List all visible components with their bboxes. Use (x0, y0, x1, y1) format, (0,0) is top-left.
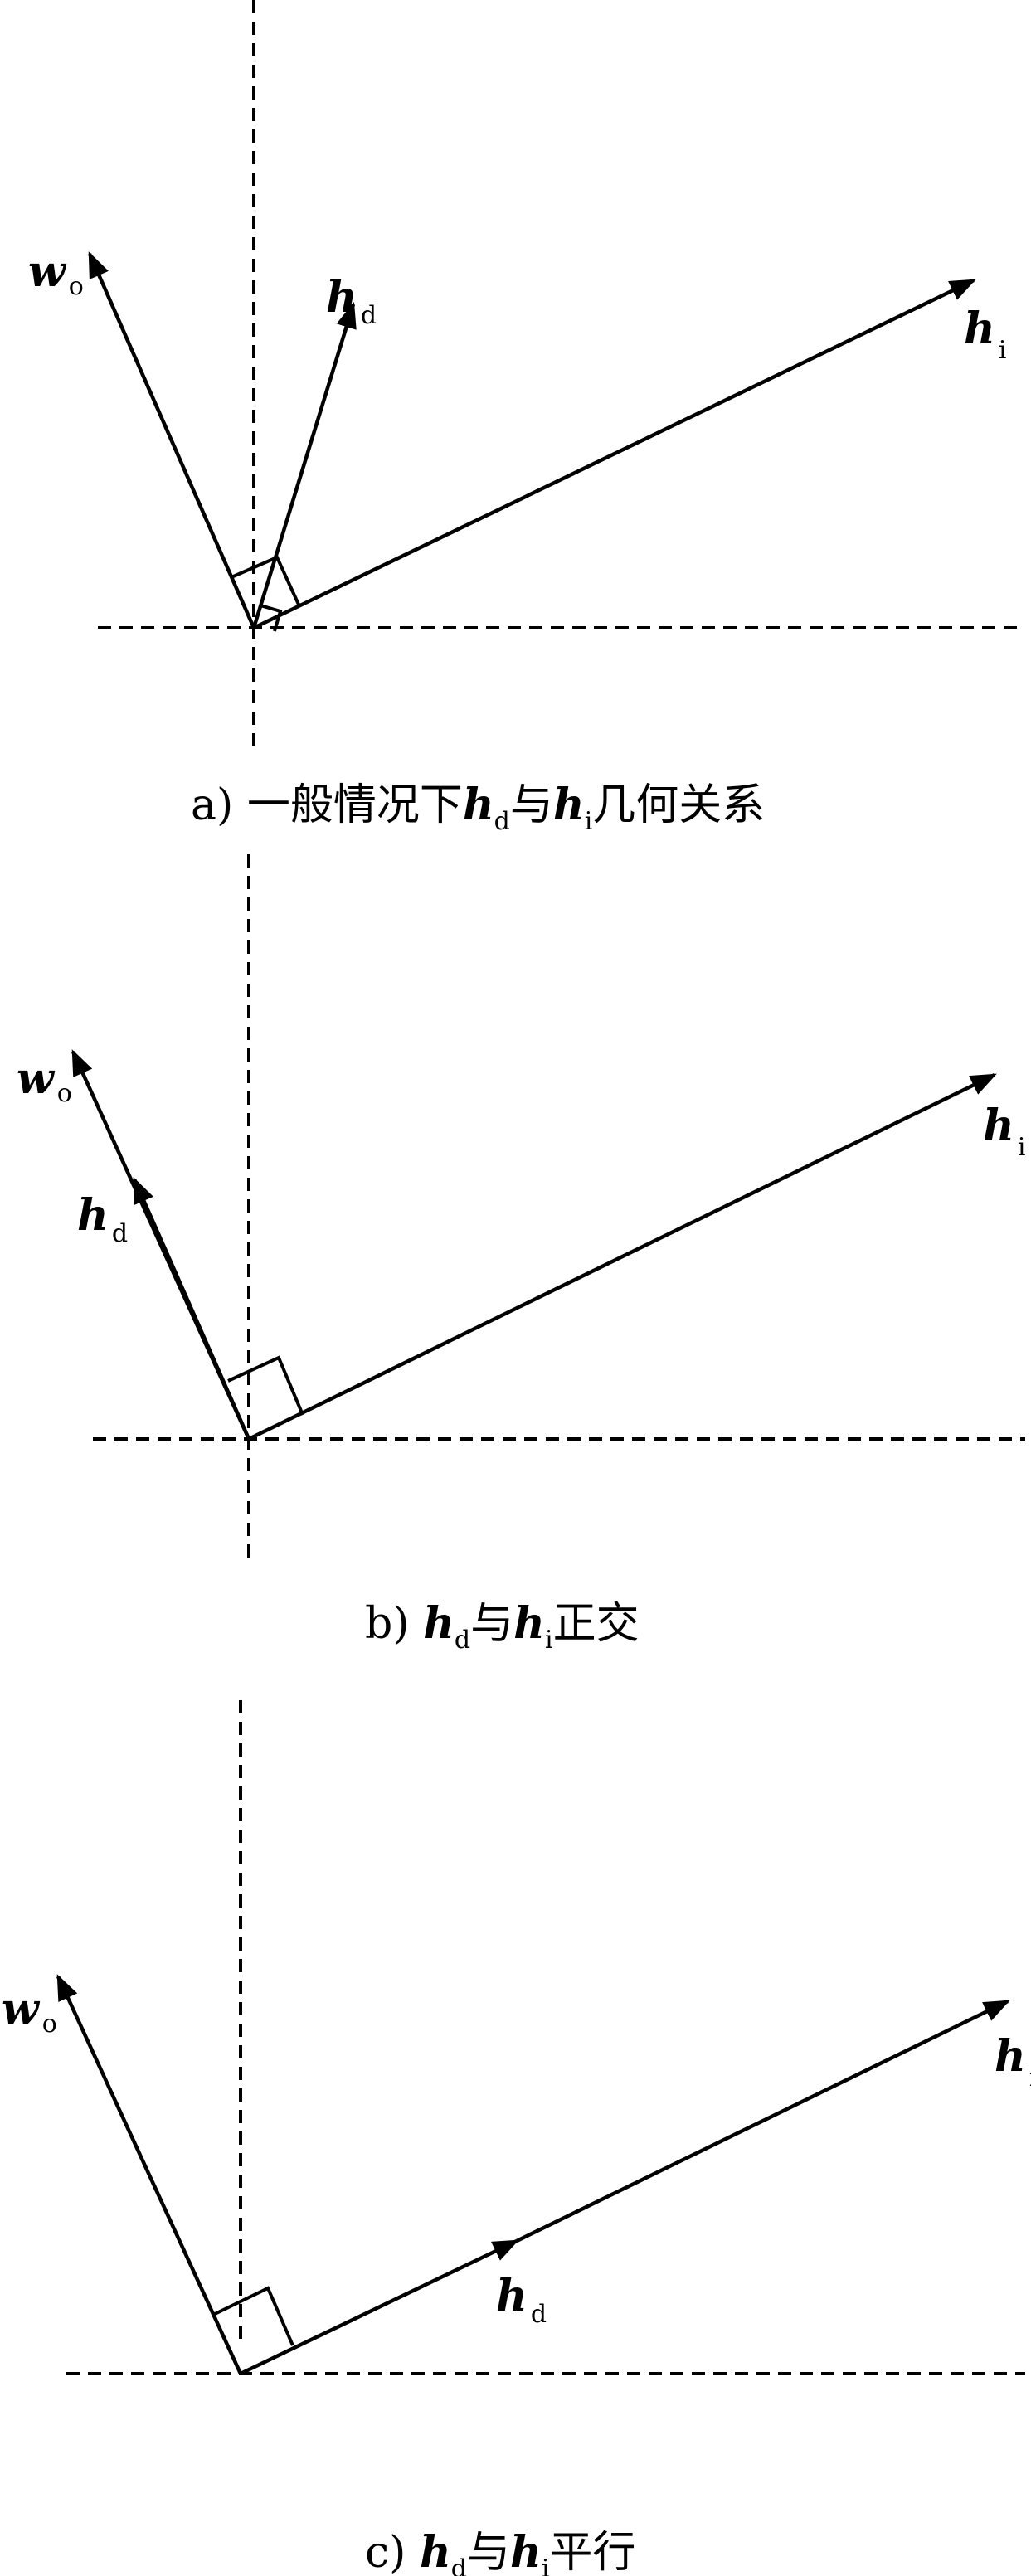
hd-vector (240, 2238, 519, 2376)
hi-vector (248, 1072, 997, 1441)
caption-c: c) hd与hi平行 (365, 2527, 635, 2576)
right-angle-marker-hd (260, 604, 283, 632)
panel-c: wo hd hi c) hd与hi平行 (2, 1700, 1031, 2576)
wo-vector (87, 251, 256, 629)
hi-vector (253, 278, 976, 630)
hi-vector (516, 1999, 1010, 2243)
right-angle-marker (227, 1355, 304, 1416)
hd-vector (132, 1177, 251, 1440)
caption-a: a) 一般情况下hd与hi几何关系 (191, 780, 765, 836)
wo-vector (56, 1974, 243, 2374)
right-angle-marker-wo-hi (231, 555, 301, 607)
hd-vector (251, 301, 357, 629)
caption-b: b) hd与hi正交 (365, 1598, 640, 1655)
right-angle-marker (212, 2286, 294, 2346)
hi-label: hi (995, 2031, 1031, 2092)
